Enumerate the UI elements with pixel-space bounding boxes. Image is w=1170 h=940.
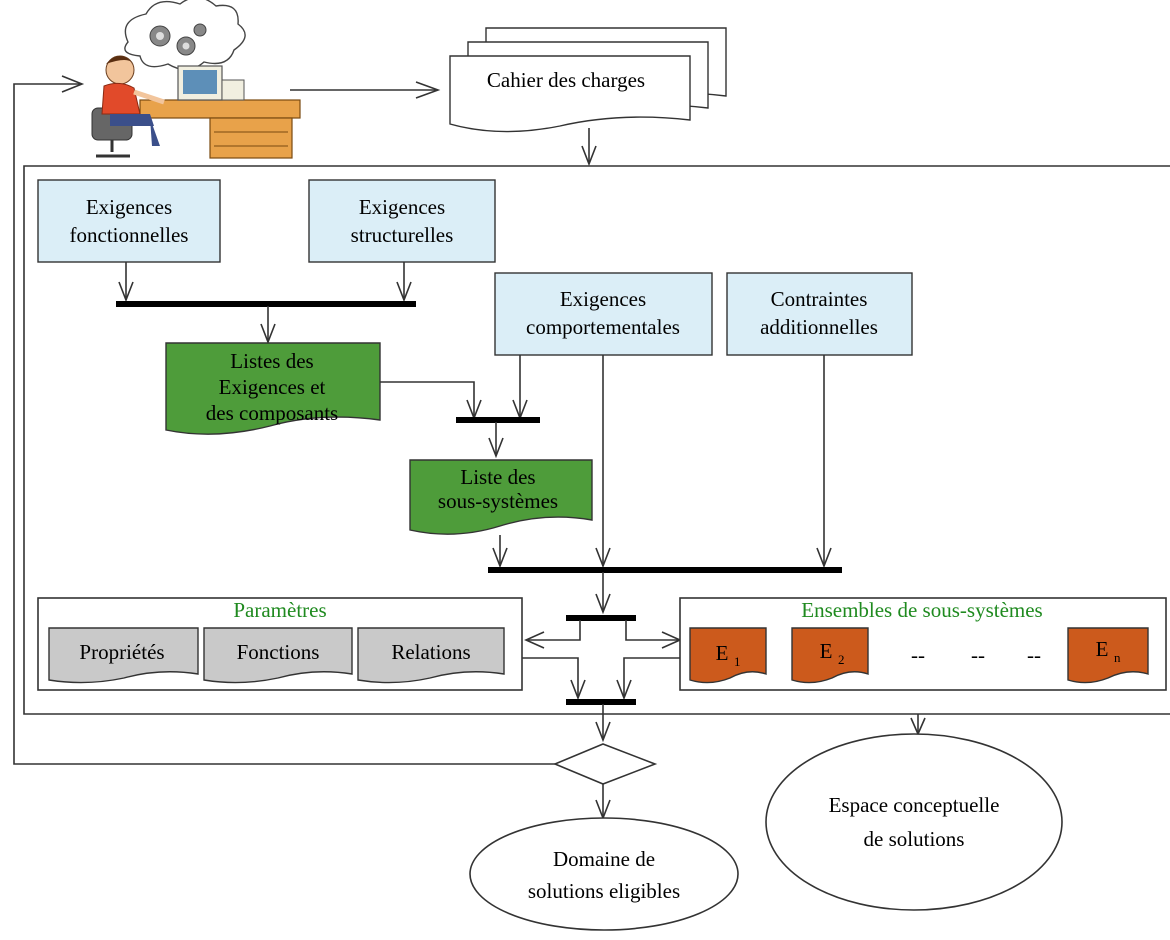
cahier-label: Cahier des charges (487, 68, 645, 92)
liste-sous-systemes-doc: Liste des sous-systèmes (409, 459, 593, 535)
svg-text:comportementales: comportementales (526, 315, 680, 339)
feedback-arrowhead (61, 75, 85, 93)
svg-text:Liste des: Liste des (460, 465, 535, 489)
svg-text:Propriétés: Propriétés (79, 640, 164, 664)
gear-icon (149, 23, 207, 56)
feedback-loop-line (13, 83, 555, 765)
svg-text:Fonctions: Fonctions (237, 640, 320, 664)
svg-text:des composants: des composants (206, 401, 338, 425)
svg-text:n: n (1114, 650, 1121, 665)
svg-text:Exigences: Exigences (560, 287, 646, 311)
svg-text:Listes des: Listes des (230, 349, 313, 373)
ellipsis-1: -- (911, 643, 925, 667)
exigences-comportementales-box: Exigences comportementales (494, 272, 713, 356)
relations-doc: Relations (357, 627, 505, 684)
svg-text:Relations: Relations (391, 640, 470, 664)
svg-text:Espace conceptuelle: Espace conceptuelle (829, 793, 1000, 817)
svg-text:sous-systèmes: sous-systèmes (438, 489, 558, 513)
parametres-panel: Paramètres Propriétés Fonctions Relation… (37, 597, 523, 691)
svg-text:solutions eligibles: solutions eligibles (528, 879, 680, 903)
svg-text:fonctionnelles: fonctionnelles (70, 223, 189, 247)
ensemble-en-doc: E n (1067, 627, 1149, 684)
espace-conceptuelle-ellipse: Espace conceptuelle de solutions (765, 733, 1063, 911)
svg-text:Exigences: Exigences (359, 195, 445, 219)
svg-text:E: E (1096, 637, 1109, 661)
svg-text:Exigences et: Exigences et (219, 375, 326, 399)
svg-text:1: 1 (734, 654, 741, 669)
parametres-title: Paramètres (233, 598, 326, 622)
ensembles-panel: Ensembles de sous-systèmes E 1 E 2 -- --… (679, 597, 1167, 691)
ensembles-title: Ensembles de sous-systèmes (801, 598, 1042, 622)
fonctions-doc: Fonctions (203, 627, 353, 684)
domaine-solutions-ellipse: Domaine de solutions eligibles (469, 817, 739, 931)
listes-exigences-doc: Listes des Exigences et des composants (165, 342, 381, 435)
system-frame (23, 165, 1170, 715)
decision-diamond (552, 743, 658, 785)
svg-text:Exigences: Exigences (86, 195, 172, 219)
ensemble-e2-doc: E 2 (791, 627, 869, 684)
contraintes-additionnelles-box: Contraintes additionnelles (726, 272, 913, 356)
thought-cloud (107, 0, 246, 97)
svg-text:E: E (820, 639, 833, 663)
ensemble-e1-doc: E 1 (689, 627, 767, 684)
ellipsis-3: -- (1027, 643, 1041, 667)
svg-text:Contraintes: Contraintes (771, 287, 868, 311)
exigences-fonctionnelles-box: Exigences fonctionnelles (37, 179, 221, 263)
svg-text:additionnelles: additionnelles (760, 315, 878, 339)
svg-text:de solutions: de solutions (864, 827, 965, 851)
exigences-structurelles-box: Exigences structurelles (308, 179, 496, 263)
svg-text:E: E (716, 641, 729, 665)
cahier-des-charges-doc: Cahier des charges (449, 27, 727, 133)
designer-illustration (91, 0, 301, 159)
ellipsis-2: -- (971, 643, 985, 667)
proprietes-doc: Propriétés (48, 627, 199, 684)
svg-text:2: 2 (838, 652, 845, 667)
svg-text:structurelles: structurelles (351, 223, 454, 247)
svg-text:Domaine de: Domaine de (553, 847, 655, 871)
